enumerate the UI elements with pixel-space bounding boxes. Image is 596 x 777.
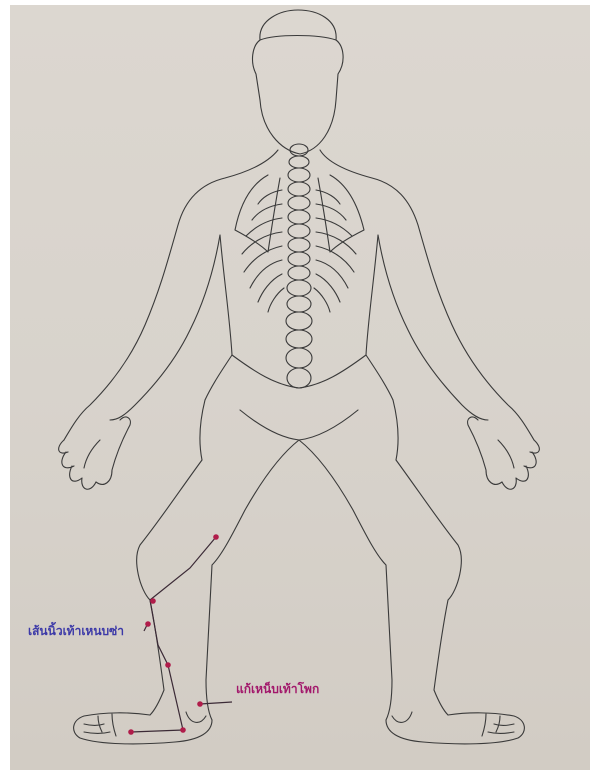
ribs (242, 190, 356, 312)
point-knee (150, 598, 156, 604)
head-outline (253, 10, 344, 154)
right-heel (392, 712, 412, 722)
left-leg (137, 440, 299, 720)
left-heel (186, 712, 206, 722)
hair-line (260, 36, 336, 41)
right-foot (386, 713, 524, 744)
point-shin (165, 662, 171, 668)
shoulder-line-right (320, 150, 418, 225)
left-hand (59, 417, 131, 489)
shoulder-line (178, 150, 278, 225)
point-heel (180, 727, 186, 733)
right-leg (299, 440, 461, 720)
channel-line-thigh (150, 537, 216, 600)
right-hand (468, 417, 540, 489)
pelvis (232, 355, 366, 388)
point-thigh (213, 534, 219, 540)
right-arm (378, 225, 534, 440)
point-ankle (197, 701, 203, 707)
point-label-right: แก้เหน็บเท้าโพก (236, 680, 319, 699)
left-arm (64, 225, 220, 440)
spine (286, 144, 312, 388)
buttocks (200, 400, 398, 460)
point-label-left: เส้นนิ้วเท้าเหนบซ่า (28, 622, 124, 641)
point-leg-label (145, 621, 151, 627)
channel-line-foot (131, 730, 183, 732)
torso-left (205, 235, 232, 400)
left-foot (74, 713, 212, 744)
point-toe (128, 729, 134, 735)
channel-line-ankle (200, 702, 232, 704)
torso-right (366, 235, 393, 400)
points (128, 534, 219, 735)
